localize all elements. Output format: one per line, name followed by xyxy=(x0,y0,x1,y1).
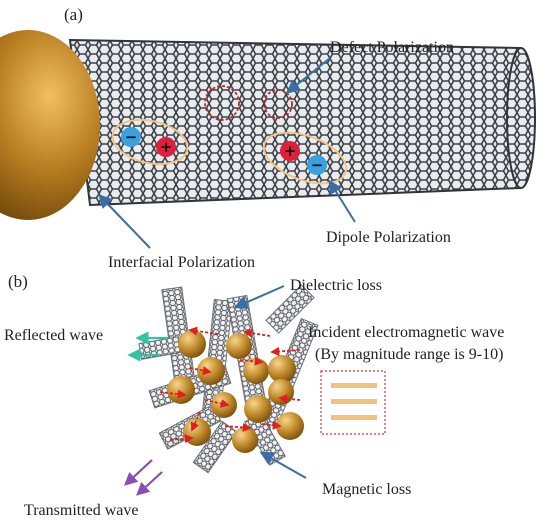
dielectric-arrow xyxy=(233,285,285,309)
plus-charge xyxy=(280,141,300,161)
minus-sign: − xyxy=(125,128,138,146)
defect-circle xyxy=(204,85,240,121)
dipole-arrow xyxy=(328,179,356,223)
sphere xyxy=(178,330,206,358)
transmitted-arrow xyxy=(136,471,163,496)
wave-line xyxy=(331,399,377,404)
nanoparticle-sphere xyxy=(0,30,100,220)
sphere xyxy=(226,333,252,359)
minus-charge xyxy=(121,127,141,147)
dipole-polarization-label: Dipole Polarization xyxy=(326,229,451,246)
sphere xyxy=(268,379,294,405)
plus-sign: + xyxy=(160,138,173,156)
incident-wave-box xyxy=(320,370,386,435)
panel-a: − + + − xyxy=(0,30,536,249)
defect-polarization-label: Defect Polarization xyxy=(330,39,454,56)
sphere xyxy=(244,395,272,423)
panel-b-label: (b) xyxy=(8,272,28,291)
wave-line xyxy=(331,383,377,388)
wave-line xyxy=(331,415,377,420)
sphere xyxy=(167,376,195,404)
interfacial-arrow xyxy=(98,193,151,249)
minus-charge xyxy=(307,155,327,175)
panel-a-label: (a) xyxy=(64,5,83,24)
nanotube-end xyxy=(506,47,536,189)
transmitted-arrow xyxy=(124,459,153,486)
minus-sign: − xyxy=(311,156,324,174)
panel-b xyxy=(124,284,386,496)
sphere xyxy=(268,355,296,383)
magnetic-loss-label: Magnetic loss xyxy=(322,481,412,498)
sphere xyxy=(183,418,211,446)
defect-circle xyxy=(263,89,293,119)
incident-range-label: (By magnitude range is 9-10) xyxy=(315,346,504,363)
interfacial-polarization-label: Interfacial Polarization xyxy=(108,254,256,271)
magnetic-particles xyxy=(167,330,304,453)
plus-charge xyxy=(156,137,176,157)
sphere xyxy=(232,427,258,453)
internal-reflection-arrows xyxy=(159,326,301,444)
incident-wave-label: Incident electromagnetic wave xyxy=(308,324,505,341)
sphere xyxy=(276,412,304,440)
magnetic-arrow xyxy=(259,451,307,479)
dipole-ellipse xyxy=(262,131,348,185)
plus-sign: + xyxy=(284,142,297,160)
dielectric-loss-label: Dielectric loss xyxy=(290,277,382,294)
interfacial-dipole-ellipse xyxy=(111,118,189,166)
reflected-wave-label: Reflected wave xyxy=(4,327,104,344)
sphere xyxy=(211,392,237,418)
transmitted-wave-label: Transmitted wave xyxy=(24,502,139,519)
defect-arrow xyxy=(285,57,331,94)
